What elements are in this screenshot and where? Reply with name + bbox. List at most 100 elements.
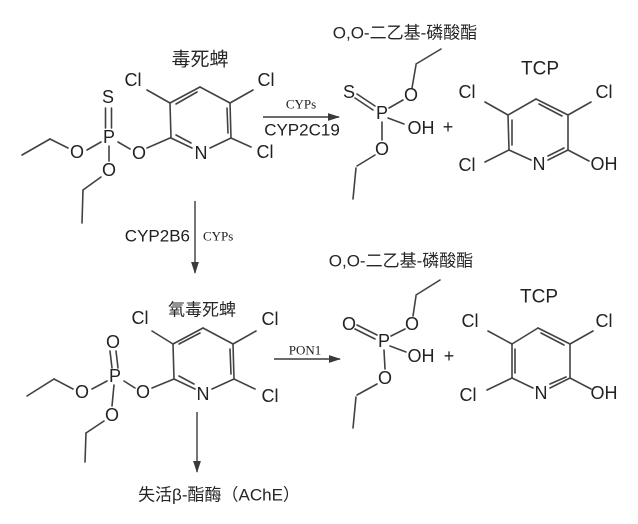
atom-label: O	[75, 382, 89, 402]
reaction-step4: 失活β-酯酶（AChE）	[138, 412, 300, 505]
double-bond-line	[178, 332, 201, 345]
ring-bond	[507, 98, 537, 116]
double-bond-line	[229, 348, 232, 375]
double-bond-line	[175, 91, 198, 105]
atom-label: Cl	[596, 82, 613, 102]
atom-label: S	[102, 87, 114, 107]
reaction-step3: PON1	[274, 343, 341, 363]
bond	[151, 378, 175, 389]
molecule-tcp-bottom: TCP Cl Cl Cl N OH	[460, 287, 618, 406]
enzyme-label: CYPs	[203, 229, 233, 244]
double-bond-line	[109, 350, 113, 369]
ring-bond	[507, 114, 510, 151]
bond	[82, 176, 102, 191]
ring-bond	[232, 343, 235, 380]
bond	[81, 189, 84, 224]
bond	[146, 137, 171, 149]
atom-label: O	[342, 314, 356, 334]
double-bond-line	[354, 328, 376, 340]
bond	[487, 330, 513, 345]
atom-label: Cl	[262, 309, 279, 329]
bond	[484, 149, 510, 163]
double-bond-line	[175, 134, 192, 144]
ring-bond	[535, 98, 569, 116]
bond	[388, 99, 404, 109]
atom-label: O	[405, 314, 419, 334]
double-bond-line	[549, 376, 567, 385]
atom-label: O	[132, 143, 146, 163]
enzyme-label: CYPs	[286, 97, 316, 112]
atom-label: OH	[408, 346, 435, 366]
molecule-title: 氧毒死蜱	[168, 301, 236, 320]
double-bond-line	[538, 103, 563, 117]
ring-bond	[511, 377, 534, 389]
plus-sign: +	[443, 117, 454, 137]
double-bond-line	[226, 107, 229, 134]
bond	[53, 378, 74, 390]
atom-label: N	[535, 383, 548, 403]
bond	[146, 89, 171, 104]
reaction-step1: CYPs CYP2C19	[263, 97, 340, 140]
bond	[91, 380, 108, 390]
bond	[486, 377, 513, 391]
bond	[356, 154, 376, 167]
bond	[352, 167, 357, 200]
ring-bond	[547, 149, 569, 161]
atom-label: OH	[591, 154, 618, 174]
molecule-title: O,O-二乙基-磷酸酯	[329, 252, 474, 271]
double-bond-line	[354, 97, 374, 111]
double-bond-line	[547, 147, 565, 157]
atom-label: Cl	[460, 385, 477, 405]
bond	[387, 117, 405, 125]
atom-label: P	[376, 103, 388, 123]
ring-bond	[202, 327, 234, 345]
bond	[569, 377, 592, 390]
molecule-chlorpyrifos: 毒死蜱 S P O O O Cl Cl Cl N	[21, 49, 275, 224]
atom-label: O	[375, 139, 389, 159]
atom-label: Cl	[462, 311, 479, 331]
bond	[411, 64, 417, 89]
molecule-oxon: 氧毒死蜱 O P O O O Cl Cl Cl N	[26, 301, 279, 463]
atom-label: S	[343, 82, 355, 102]
atom-label: Cl	[262, 386, 279, 406]
atom-label: Cl	[258, 70, 275, 90]
atom-label: O	[404, 85, 418, 105]
atom-label: OH	[591, 383, 618, 403]
ring-bond	[199, 86, 231, 104]
bond	[117, 141, 131, 150]
double-bond-line	[178, 375, 195, 385]
atom-label: Cl	[132, 308, 149, 328]
atom-label: N	[533, 154, 546, 174]
enzyme-label: CYP2B6	[125, 227, 190, 246]
bond	[26, 378, 55, 397]
enzyme-label: CYP2C19	[264, 121, 340, 140]
bond	[356, 383, 378, 396]
molecule-tcp-top: TCP Cl Cl Cl N OH	[459, 59, 618, 176]
double-bond-line	[356, 324, 378, 336]
bond	[85, 420, 105, 434]
bond	[383, 349, 386, 370]
atom-label: P	[109, 366, 121, 386]
atom-label: O	[105, 405, 119, 425]
atom-label: N	[195, 143, 208, 163]
bond	[111, 384, 115, 407]
atom-label: O	[70, 142, 84, 162]
bond	[389, 345, 407, 353]
bond	[151, 330, 174, 345]
ring-bond	[172, 343, 175, 380]
molecule-diethyl-thiophosphate: O,O-二乙基-磷酸酯 S P O OH O +	[333, 24, 478, 200]
bond	[567, 149, 590, 162]
ring-bond	[170, 137, 193, 149]
bond	[21, 138, 51, 156]
molecule-title: O,O-二乙基-磷酸酯	[333, 24, 478, 43]
atom-label: OH	[408, 118, 435, 138]
molecule-title: TCP	[521, 59, 559, 80]
atom-label: O	[106, 332, 120, 352]
bond	[230, 137, 252, 148]
atom-label: Cl	[459, 155, 476, 175]
ring-bond	[209, 137, 232, 149]
bond	[415, 48, 442, 65]
ring-bond	[173, 378, 196, 390]
bond	[232, 330, 257, 345]
